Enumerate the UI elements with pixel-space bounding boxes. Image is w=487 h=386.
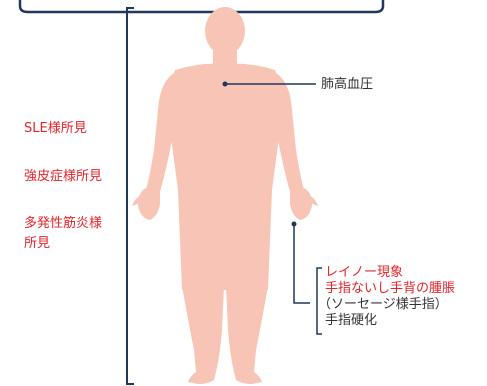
sclerodactyly-label: 手指硬化 [325, 313, 378, 328]
sle-findings-label: SLE様所見 [24, 121, 87, 136]
hand-findings-bracket [316, 267, 322, 335]
hand-leader-line [293, 224, 310, 304]
myositis-findings-label-line1: 多発性筋炎様 [24, 216, 103, 231]
myositis-findings-label-line2: 所見 [24, 236, 51, 251]
hand-swelling-label: 手指ないし手背の腫脹 [325, 281, 456, 296]
hypertension-label: 肺高血圧 [321, 77, 374, 92]
scleroderma-findings-label: 強皮症様所見 [24, 169, 103, 184]
sausage-finger-label: （ソーセージ様手指） [318, 297, 448, 312]
top-banner-edge [18, 0, 385, 14]
left-bracket [126, 7, 134, 385]
human-silhouette [132, 7, 318, 384]
raynaud-label: レイノー現象 [325, 265, 404, 280]
